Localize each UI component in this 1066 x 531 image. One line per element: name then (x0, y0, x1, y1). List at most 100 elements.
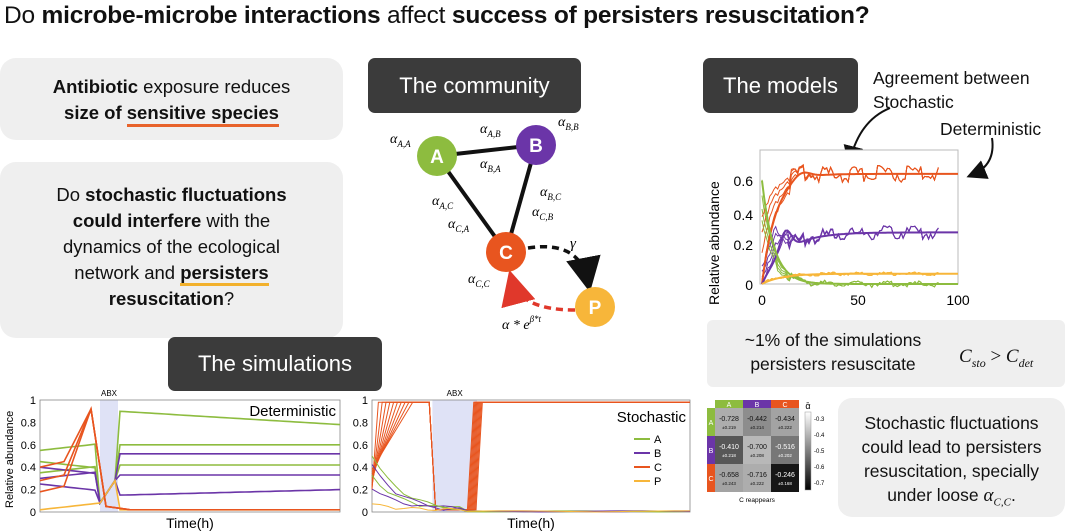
label-aCB: αC,B (532, 205, 554, 222)
heatmap-cell (771, 436, 799, 464)
sto-ytick: 1 (362, 395, 368, 407)
det-series-line (39, 478, 341, 505)
heatmap-cell (715, 464, 743, 492)
heatmap-cell-sub: ±0.243 (722, 481, 736, 486)
models-header: The models (703, 58, 858, 113)
heatmap-colorbar-tick: -0.6 (814, 465, 825, 471)
det-abx-label: ABX (101, 389, 118, 398)
heatmap-cell (743, 408, 771, 436)
models-xtick-2: 100 (946, 292, 970, 308)
sto-ytick: 0 (362, 507, 368, 519)
models-deterministic-p (761, 272, 958, 285)
node-p-label: P (589, 298, 602, 319)
label-aCC: αC,C (468, 272, 491, 289)
models-series (761, 163, 958, 289)
models-ytick-2: 0.4 (734, 207, 754, 223)
label-resuscitation: α * eβ*t (502, 314, 542, 333)
heatmap-cell-value: -0.410 (719, 444, 739, 451)
label-aCA: αC,A (448, 217, 470, 234)
heatmap-cell-value: -0.434 (775, 416, 795, 423)
heatmap-cell-value: -0.716 (747, 472, 767, 479)
heatmap-cell-sub: ±0.219 (722, 425, 736, 430)
det-ytick: 1 (30, 395, 36, 407)
models-xtick-1: 50 (850, 292, 866, 308)
heatmap-cell-sub: ±0.208 (750, 453, 764, 458)
node-a (417, 136, 457, 176)
det-ytick: 0.6 (21, 440, 36, 452)
heatmap-row-header (707, 464, 715, 492)
heatmap-colorbar-label: ᾱ (805, 401, 810, 411)
sto-ytick: 0.4 (353, 462, 368, 474)
heatmap-cell-sub: ±0.218 (722, 453, 736, 458)
models-chart: Relative abundance 0 0.2 0.4 0.6 0 50 10… (706, 107, 994, 308)
models-ytick-3: 0.6 (734, 173, 754, 189)
sto-legend-label: P (654, 476, 661, 488)
det-label: Deterministic (249, 403, 336, 420)
heatmap-cell-sub: ±0.222 (778, 425, 792, 430)
heatmap-cell-value: -0.442 (747, 416, 767, 423)
sto-ytick: 0.8 (353, 417, 368, 429)
node-b (516, 125, 556, 165)
models-xtick-0: 0 (758, 292, 766, 308)
det-series-line (39, 410, 341, 506)
node-c-label: C (499, 243, 513, 264)
node-b-label: B (529, 136, 543, 157)
node-a-label: A (430, 147, 444, 168)
models-ytick-1: 0.2 (734, 237, 754, 253)
sto-ytick: 0.2 (353, 485, 368, 497)
heatmap-col-header (743, 400, 771, 408)
heatmap-cell-sub: ±0.168 (778, 481, 792, 486)
heatmap-cell (715, 436, 743, 464)
det-series-line (39, 471, 340, 506)
heatmap-colorbar-tick: -0.3 (814, 417, 825, 423)
det-ytick: 0.2 (21, 485, 36, 497)
heatmap-col-label: C (782, 402, 787, 409)
heatmap-colorbar-tick: -0.5 (814, 449, 825, 455)
label-gamma: γ (570, 236, 577, 252)
heatmap-row-header (707, 408, 715, 436)
det-series-line (39, 453, 340, 506)
det-series-line (39, 464, 340, 506)
det-ytick: 0.4 (21, 462, 36, 474)
heatmap-row-label: A (709, 420, 714, 427)
sto-ytick: 0.6 (353, 440, 368, 452)
community-network: A B C P αA,A αA,B αB,B αB,A αA,C αC,A αB… (390, 115, 615, 333)
det-series-line (39, 478, 340, 511)
det-plot-frame (39, 399, 341, 513)
stochastic-question-box: Do stochastic fluctuations could interfe… (0, 162, 343, 338)
heatmap-cell (743, 436, 771, 464)
heatmap-cell (771, 464, 799, 492)
heatmap-col-header (771, 400, 799, 408)
heatmap-cell-value: -0.516 (775, 444, 795, 451)
det-ytick: 0.8 (21, 417, 36, 429)
percent-line-1: ~1% of the simulations (744, 330, 922, 350)
det-abx-band (100, 400, 118, 512)
models-stochastic-c-3 (761, 165, 939, 217)
heatmap-col-label: B (755, 402, 760, 409)
det-series-c (39, 405, 340, 511)
label-aAA: αA,A (390, 132, 411, 149)
label-aBC: αB,C (540, 185, 562, 202)
stochastic-annot-label: Stochastic (873, 92, 954, 112)
sto-series-line (371, 503, 690, 513)
fluctuations-box: Stochastic fluctuations could lead to pe… (838, 398, 1065, 517)
heatmap-cell (715, 408, 743, 436)
annot-arrow-deterministic (966, 137, 994, 179)
label-aBB: αB,B (558, 115, 579, 132)
heatmap-colorbar-tick: -0.4 (814, 433, 825, 439)
heatmap-col-label: A (727, 402, 732, 409)
heatmap-cell-sub: ±0.214 (750, 425, 764, 430)
det-xlabel: Time(h) (166, 515, 214, 531)
simulations-header: The simulations (168, 337, 382, 391)
percent-equation: Csto > Cdet (959, 346, 1034, 370)
sto-xlabel: Time(h) (507, 515, 555, 531)
percent-box: ~1% of the simulations persisters resusc… (707, 320, 1065, 387)
models-ytick-0: 0 (745, 277, 753, 293)
label-aAB: αA,B (480, 122, 501, 139)
models-ylabel: Relative abundance (706, 181, 722, 305)
heatmap-cell-value: -0.246 (775, 472, 795, 479)
det-series-c (39, 406, 340, 511)
label-aAC: αA,C (432, 194, 454, 211)
models-deterministic-a (761, 180, 958, 285)
